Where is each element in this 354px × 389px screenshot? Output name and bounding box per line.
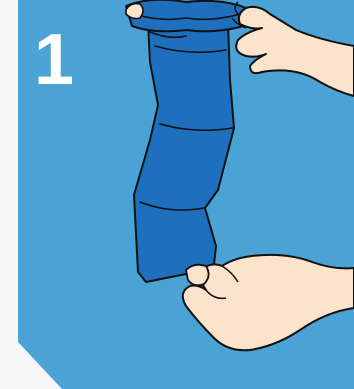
sock-cuff <box>126 0 246 31</box>
left-finger-tip-icon <box>126 4 143 19</box>
step-number: 1 <box>34 24 74 96</box>
